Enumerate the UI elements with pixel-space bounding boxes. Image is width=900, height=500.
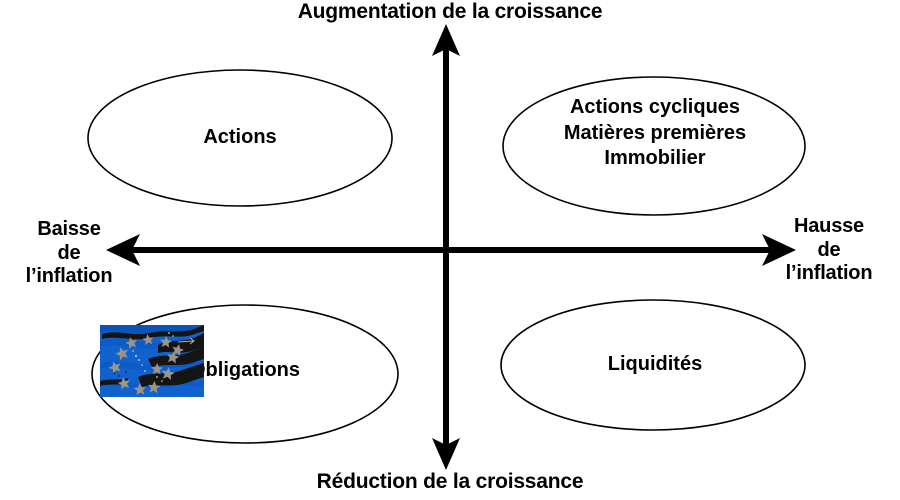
ellipse-bottom-right[interactable]: [500, 299, 806, 431]
eu-flag-graphic: [100, 325, 204, 397]
eu-flag-image: [100, 325, 204, 397]
ellipse-top-left[interactable]: [87, 69, 393, 207]
flag-arrow-mark: [177, 337, 195, 345]
vertical-axis-arrow: [432, 24, 460, 470]
ellipse-top-right[interactable]: [502, 76, 806, 216]
axis-label-inflation-decrease: Baisse de l’inflation: [25, 218, 113, 288]
horizontal-axis-arrow: [106, 234, 796, 266]
axis-label-growth-decrease: Réduction de la croissance: [316, 470, 584, 493]
axis-label-growth-increase: Augmentation de la croissance: [297, 0, 603, 23]
axis-label-inflation-increase: Hausse de l’inflation: [785, 215, 873, 285]
